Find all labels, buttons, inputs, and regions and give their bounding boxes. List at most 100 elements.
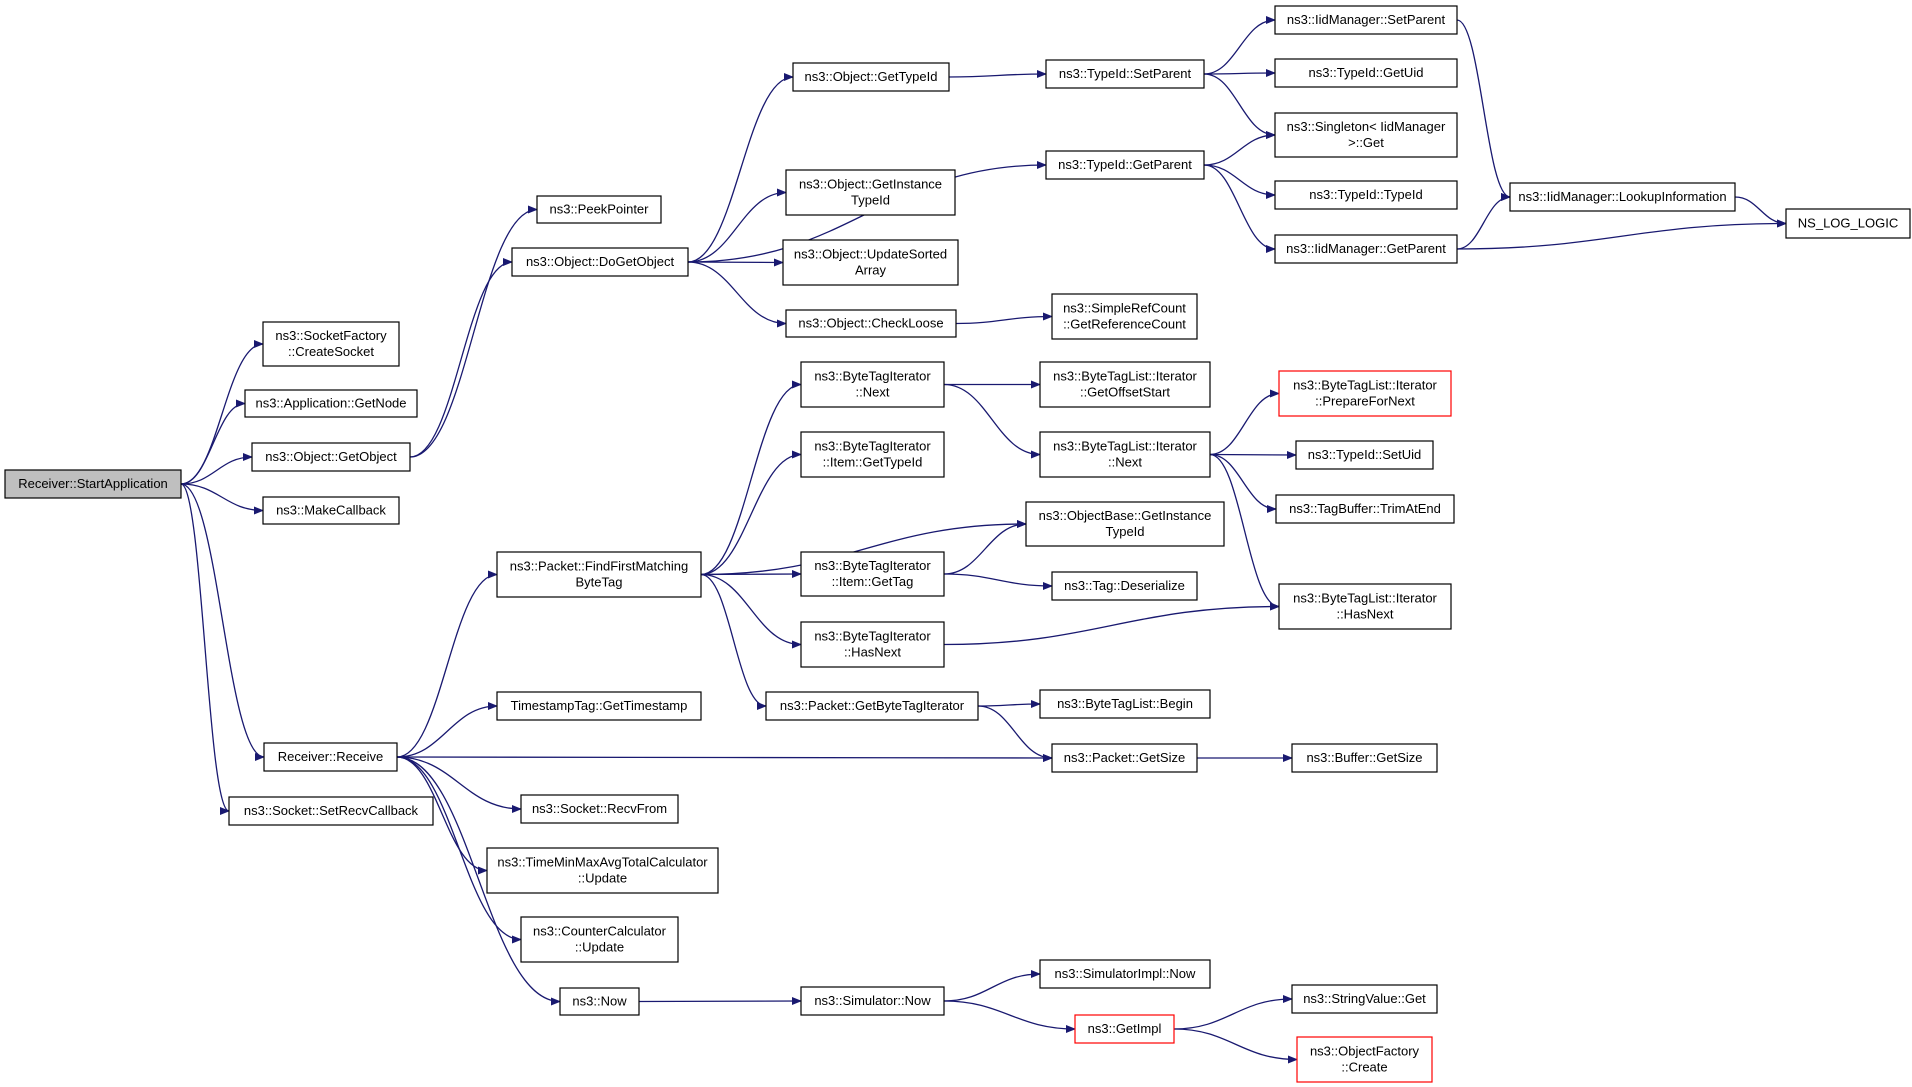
node-box (1274, 112, 1458, 158)
node-box (1274, 180, 1458, 210)
node-box (4, 469, 182, 499)
node-recvfrom[interactable]: ns3::Socket::RecvFrom (520, 794, 679, 824)
node-btlihasnext[interactable]: ns3::ByteTagList::Iterator::HasNext (1278, 583, 1452, 630)
node-counter[interactable]: ns3::CounterCalculator::Update (520, 916, 679, 963)
node-label: ns3::IidManager::SetParent (1287, 12, 1446, 27)
node-getobject[interactable]: ns3::Object::GetObject (251, 442, 411, 472)
edge-iidgetparent-to-nslog (1456, 219, 1787, 250)
node-btihasnext[interactable]: ns3::ByteTagIterator::HasNext (800, 621, 945, 668)
node-label: ns3::ByteTagList::Iterator (1053, 439, 1197, 454)
node-box (486, 847, 719, 894)
node-label: ns3::ObjectBase::GetInstance (1039, 508, 1212, 523)
node-makecallback[interactable]: ns3::MakeCallback (262, 496, 400, 525)
node-label: ns3::ByteTagList::Iterator (1293, 378, 1437, 393)
edge-simnow-to-simimplnow (943, 970, 1041, 1002)
node-setrecv[interactable]: ns3::Socket::SetRecvCallback (228, 796, 434, 826)
node-start[interactable]: Receiver::StartApplication (4, 469, 182, 499)
node-timestamp[interactable]: TimestampTag::GetTimestamp (496, 691, 702, 721)
edge-findfirst-to-btiitemgettypeid (700, 450, 802, 576)
node-label: ns3::TimeMinMaxAvgTotalCalculator (497, 855, 708, 870)
node-tsetparent[interactable]: ns3::TypeId::SetParent (1045, 59, 1205, 89)
edge-btinext-to-btlinext (943, 383, 1041, 459)
edge-gettypeid-to-tsetparent (948, 70, 1047, 79)
node-dogetobject[interactable]: ns3::Object::DoGetObject (511, 247, 689, 277)
edge-getbytetagiter-to-packetgetsize (977, 705, 1053, 762)
node-buffergetsize[interactable]: ns3::Buffer::GetSize (1291, 743, 1438, 773)
node-btiitemgettag[interactable]: ns3::ByteTagIterator::Item::GetTag (800, 551, 945, 597)
node-box (1274, 5, 1458, 35)
node-label: ::Next (1108, 455, 1142, 470)
node-label: ::Update (575, 940, 624, 955)
edge-btihasnext-to-btlihasnext (943, 602, 1280, 646)
node-box (1045, 150, 1205, 180)
edge-tgetparent-to-singleton (1203, 131, 1276, 166)
node-btlinext[interactable]: ns3::ByteTagList::Iterator::Next (1039, 431, 1211, 478)
node-getimpl[interactable]: ns3::GetImpl (1074, 1014, 1175, 1044)
node-box (800, 551, 945, 597)
edge-findfirst-to-btiitemgettag (700, 570, 802, 579)
node-gettypeid[interactable]: ns3::Object::GetTypeId (792, 62, 950, 92)
node-getrefcount[interactable]: ns3::SimpleRefCount::GetReferenceCount (1051, 293, 1198, 340)
node-label: >::Get (1348, 135, 1384, 150)
node-label: ns3::SimulatorImpl::Now (1055, 966, 1196, 981)
node-getuid[interactable]: ns3::TypeId::GetUid (1274, 58, 1458, 88)
edge-tsetparent-to-getuid (1203, 69, 1276, 78)
node-iidsetparent[interactable]: ns3::IidManager::SetParent (1274, 5, 1458, 35)
node-btinext[interactable]: ns3::ByteTagIterator::Next (800, 361, 945, 408)
node-label: ns3::Object::GetInstance (799, 177, 942, 192)
node-btiitemgettypeid[interactable]: ns3::ByteTagIterator::Item::GetTypeId (800, 431, 945, 478)
node-label: NS_LOG_LOGIC (1798, 216, 1898, 231)
node-tagdeserialize[interactable]: ns3::Tag::Deserialize (1051, 571, 1198, 601)
node-createsocket[interactable]: ns3::SocketFactory::CreateSocket (262, 321, 400, 367)
node-getbytetagiter[interactable]: ns3::Packet::GetByteTagIterator (765, 691, 979, 721)
node-stringvalueget[interactable]: ns3::StringValue::Get (1291, 984, 1438, 1014)
node-receive[interactable]: Receiver::Receive (263, 742, 398, 772)
edge-start-to-getnode (180, 399, 246, 485)
node-setuid[interactable]: ns3::TypeId::SetUid (1295, 440, 1434, 470)
node-peekpointer[interactable]: ns3::PeekPointer (536, 195, 662, 224)
node-simnow[interactable]: ns3::Simulator::Now (800, 986, 945, 1016)
edge-dogetobject-to-getinstancetypeid (687, 188, 787, 263)
edge-findfirst-to-objbasegetinst (700, 520, 1027, 576)
node-box (520, 916, 679, 963)
node-box (785, 169, 956, 216)
node-packetgetsize[interactable]: ns3::Packet::GetSize (1051, 743, 1198, 773)
node-tminmax[interactable]: ns3::TimeMinMaxAvgTotalCalculator::Updat… (486, 847, 719, 894)
node-box (1039, 431, 1211, 478)
node-ttypeid[interactable]: ns3::TypeId::TypeId (1274, 180, 1458, 210)
node-box (1045, 59, 1205, 89)
edge-getimpl-to-objfactorycreate (1173, 1028, 1298, 1064)
node-label: ::CreateSocket (288, 344, 374, 359)
node-box (1295, 440, 1434, 470)
node-label: ns3::ByteTagIterator (814, 558, 931, 573)
edge-btlinext-to-prepfornext (1209, 389, 1280, 456)
node-iidgetparent[interactable]: ns3::IidManager::GetParent (1274, 234, 1458, 264)
node-btlbegin[interactable]: ns3::ByteTagList::Begin (1039, 689, 1211, 719)
node-nslog[interactable]: NS_LOG_LOGIC (1785, 208, 1911, 239)
node-tgetparent[interactable]: ns3::TypeId::GetParent (1045, 150, 1205, 180)
node-trimatend[interactable]: ns3::TagBuffer::TrimAtEnd (1275, 494, 1455, 524)
node-getoffsetstart[interactable]: ns3::ByteTagList::Iterator::GetOffsetSta… (1039, 361, 1211, 408)
node-getnode[interactable]: ns3::Application::GetNode (244, 389, 418, 418)
edge-iidsetparent-to-lookupinfo (1456, 19, 1511, 201)
node-now[interactable]: ns3::Now (559, 987, 640, 1016)
node-label: ::GetOffsetStart (1080, 385, 1170, 400)
node-box (520, 794, 679, 824)
node-checkloose[interactable]: ns3::Object::CheckLoose (785, 309, 957, 338)
node-label: ns3::ByteTagIterator (814, 629, 931, 644)
node-label: ::Update (578, 871, 627, 886)
node-box (800, 621, 945, 668)
node-prepfornext[interactable]: ns3::ByteTagList::Iterator::PrepareForNe… (1278, 370, 1452, 417)
node-singleton[interactable]: ns3::Singleton< IidManager>::Get (1274, 112, 1458, 158)
node-label: ns3::Buffer::GetSize (1306, 750, 1422, 765)
node-label: ::PrepareForNext (1315, 394, 1415, 409)
node-simimplnow[interactable]: ns3::SimulatorImpl::Now (1039, 959, 1211, 989)
node-label: ::Create (1341, 1060, 1387, 1075)
node-box (262, 496, 400, 525)
node-lookupinfo[interactable]: ns3::IidManager::LookupInformation (1509, 182, 1736, 212)
node-objfactorycreate[interactable]: ns3::ObjectFactory::Create (1296, 1036, 1433, 1083)
